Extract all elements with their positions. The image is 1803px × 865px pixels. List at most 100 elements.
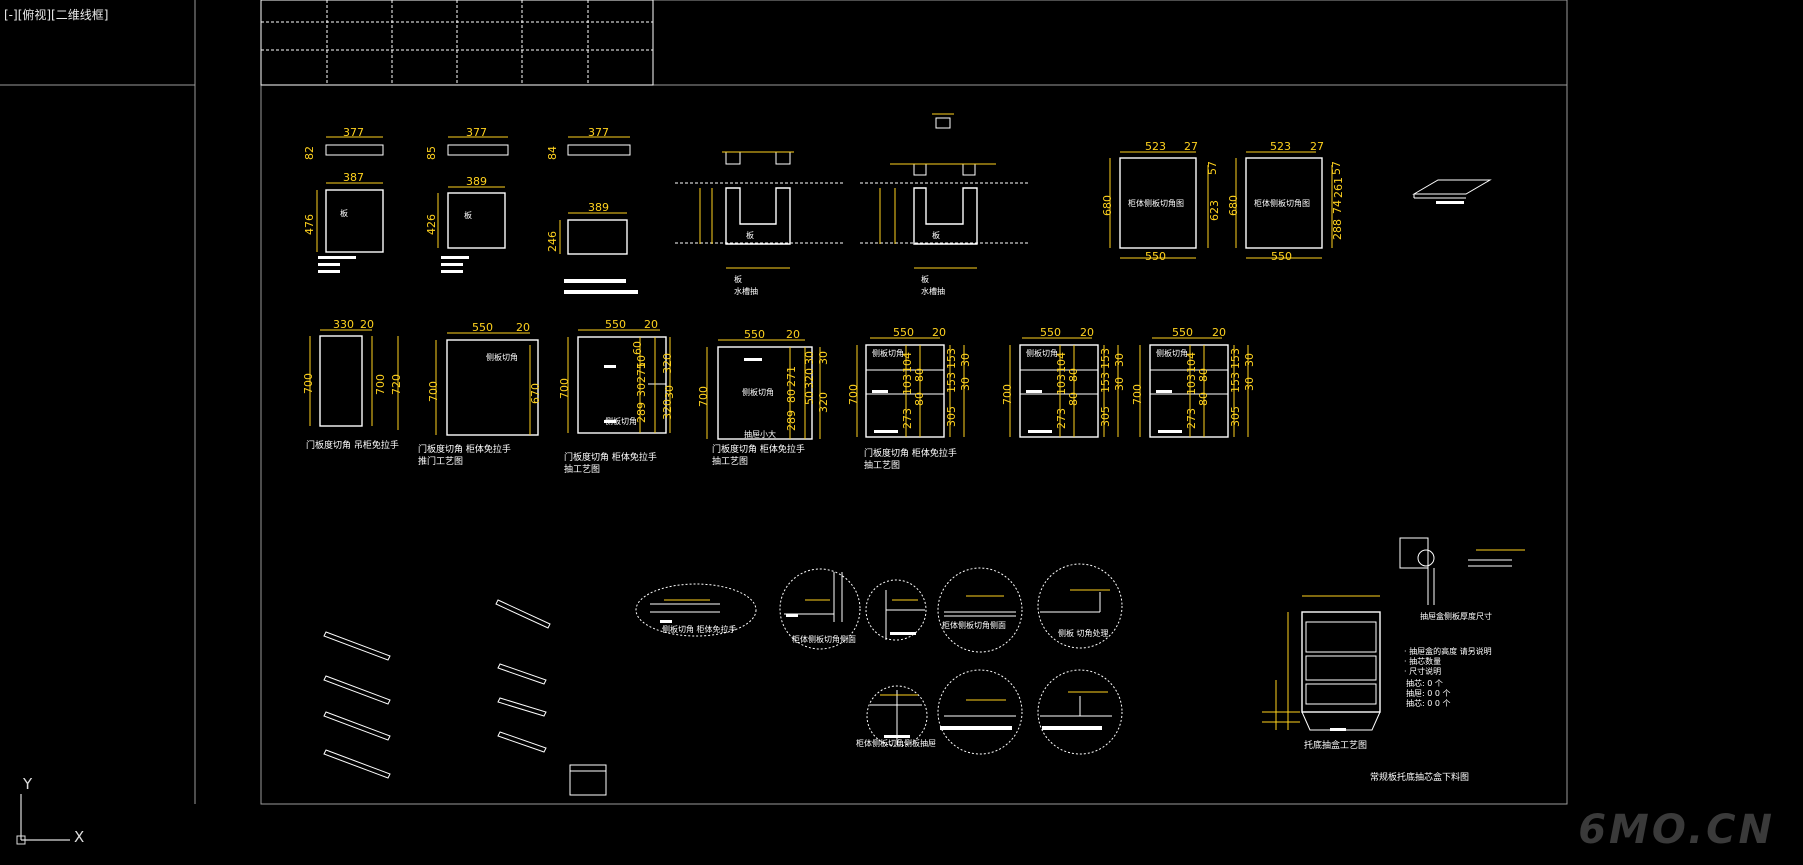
d3-dim-2: 50	[635, 355, 648, 369]
d2-w: 550	[472, 321, 493, 334]
d4-h: 700	[697, 386, 710, 407]
d5-dim-7: 153	[945, 372, 958, 393]
dim-476: 476	[303, 214, 316, 235]
sink-label-2c: 水槽抽	[921, 286, 945, 296]
sink-drawer-1: 板 板 水槽抽	[675, 151, 845, 296]
detail-circle-4: 侧板 切角处理	[1037, 563, 1123, 649]
d5-dim-5: 273	[901, 408, 914, 429]
d1-g: 20	[360, 318, 374, 331]
note2-3: 抽芯: 0 0 个	[1406, 698, 1451, 708]
d2-h2: 670	[529, 383, 542, 404]
d5-dim-2: 80	[913, 368, 926, 382]
d4-small1: 侧板切角	[742, 387, 774, 397]
d6-small: 侧板切角	[1026, 348, 1058, 358]
d5-small: 侧板切角	[872, 348, 904, 358]
d3-cap2: 抽工艺图	[564, 463, 600, 475]
left-panel-frame	[0, 0, 196, 804]
circle4-label: 侧板 切角处理	[1058, 628, 1109, 638]
door-panel-6-drawers: 550 20 700 104 80 103 80 273 153 153 305…	[1001, 326, 1126, 438]
d5-h: 700	[847, 384, 860, 405]
d1-h2: 700	[374, 374, 387, 395]
ucs-y-label: Y	[22, 775, 33, 793]
d4-dim-6: 320	[803, 368, 816, 389]
d6-dim-1: 104	[1055, 352, 1068, 373]
note-2: · 抽芯数量	[1404, 656, 1441, 666]
d7-dim-1: 104	[1185, 352, 1198, 373]
d6-dim-10: 30	[1113, 377, 1126, 391]
door-panel-7-drawers: 550 20 700 104 80 103 80 273 153 153 305…	[1131, 326, 1256, 438]
d4-dim-4: 30	[803, 351, 816, 365]
dim-377-b: 377	[466, 126, 487, 139]
d2-cap2: 推门工艺图	[418, 455, 463, 467]
title-right: 常规板托底抽芯盒下料图	[1370, 771, 1469, 783]
d5-dim-10: 30	[959, 377, 972, 391]
d4-dim-1: 271	[785, 366, 798, 387]
d7-dim-5: 273	[1185, 408, 1198, 429]
cab-a-w2: 27	[1184, 140, 1198, 153]
handle-profiles-left	[323, 599, 607, 796]
d4-w: 550	[744, 328, 765, 341]
d6-dim-5: 273	[1055, 408, 1068, 429]
d4-small2: 抽屉小大	[744, 429, 776, 439]
d6-h: 700	[1001, 384, 1014, 405]
cab-a-w: 523	[1145, 140, 1166, 153]
d5-dim-9: 30	[959, 353, 972, 367]
cab-a-bw: 550	[1145, 250, 1166, 263]
circle1-label: 柜体侧板切角侧面	[792, 634, 856, 644]
cab-b-w: 523	[1270, 140, 1291, 153]
cab-b-h2: 261	[1332, 177, 1345, 198]
d3-g: 20	[644, 318, 658, 331]
d7-h: 700	[1131, 384, 1144, 405]
top-table	[260, 0, 654, 86]
d4-cap1: 门板度切角 柜体免拉手	[712, 443, 805, 455]
d7-dim-7: 153	[1229, 372, 1242, 393]
site-watermark: 6MO.CN	[1578, 807, 1775, 853]
dim-84: 84	[546, 146, 559, 160]
dim-82: 82	[303, 146, 316, 160]
viewport-label[interactable]: [-][俯视][二维线框]	[4, 8, 109, 22]
d3-dim-7: 320	[661, 399, 674, 420]
note-1: · 抽屉盒的高度 请另说明	[1404, 646, 1492, 656]
d3-dim-3: 271	[635, 362, 648, 383]
cabinet-side-panel-a: 523 27 680 623 57 柜体侧板切角图 550	[1101, 140, 1221, 263]
d5-dim-1: 104	[901, 352, 914, 373]
ucs-x-label: X	[74, 828, 84, 846]
circle3-label: 柜体侧板切角侧面	[942, 620, 1006, 630]
door-panel-2: 550 20 700 670 侧板切角 门板度切角 柜体免拉手 推门工艺图	[418, 321, 542, 467]
d4-dim-5: 30	[817, 351, 830, 365]
cab-b-bw: 550	[1271, 250, 1292, 263]
d3-dim-8: 30	[663, 385, 676, 399]
d1-cap: 门板度切角 吊柜免拉手	[306, 439, 399, 451]
d6-dim-3: 103	[1055, 374, 1068, 395]
door-panel-1: 330 20 700 700 720 门板度切角 吊柜免拉手	[302, 318, 403, 451]
dim-426: 426	[425, 214, 438, 235]
sink-drawer-2: 板 板 水槽抽	[860, 113, 1030, 296]
detail-circle-2	[865, 579, 927, 641]
panel-3d-sketch	[1412, 179, 1492, 204]
cab-a-r1: 57	[1206, 161, 1219, 175]
d7-w: 550	[1172, 326, 1193, 339]
d6-dim-9: 30	[1113, 353, 1126, 367]
d7-g: 20	[1212, 326, 1226, 339]
sink-label-1a: 板	[746, 230, 754, 240]
d3-dim-1: 60	[631, 341, 644, 355]
d6-dim-6: 153	[1099, 348, 1112, 369]
d2-g: 20	[516, 321, 530, 334]
d7-dim-4: 80	[1197, 392, 1210, 406]
panel-label-1: 板	[340, 208, 348, 218]
d5-dim-3: 103	[901, 374, 914, 395]
sink-label-1b: 板	[734, 274, 742, 284]
d2-small: 侧板切角	[486, 352, 518, 362]
sink-label-2a: 板	[932, 230, 940, 240]
d7-dim-3: 103	[1185, 374, 1198, 395]
dim-377-a: 377	[343, 126, 364, 139]
row1-panel-group-1: 377 82 387 476 板	[303, 126, 384, 273]
d7-dim-10: 30	[1243, 377, 1256, 391]
d5-cap2: 抽工艺图	[864, 459, 900, 471]
row1-panel-group-3: 377 84 389 246	[546, 126, 638, 294]
detail-circle-7	[1037, 669, 1123, 755]
d1-h: 700	[302, 373, 315, 394]
d3-dim-4: 30	[635, 383, 648, 397]
dim-246: 246	[546, 231, 559, 252]
